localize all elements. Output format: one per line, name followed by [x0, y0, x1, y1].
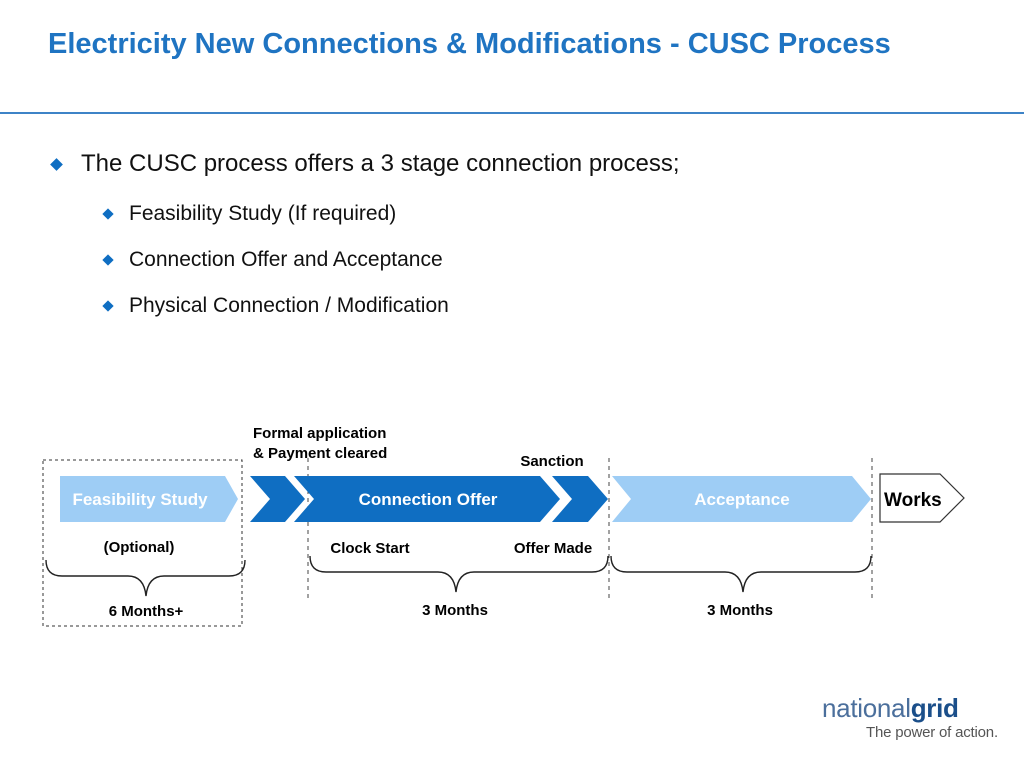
sanction-label: Sanction — [520, 453, 583, 470]
works-label: Works — [884, 490, 942, 511]
bullet-main: The CUSC process offers a 3 stage connec… — [50, 150, 680, 178]
title-divider — [0, 112, 1024, 114]
brace-connection-offer — [309, 555, 609, 593]
national-grid-logo: nationalgrid The power of action. — [822, 694, 1002, 754]
feasibility-arrow — [60, 476, 238, 522]
bullet-sub-text: Physical Connection / Modification — [129, 294, 449, 317]
chevron-arrow-right — [552, 476, 608, 522]
chevron-arrow-left — [250, 476, 305, 522]
bullet-sub-offer: Connection Offer and Acceptance — [102, 248, 443, 272]
connection-offer-duration: 3 Months — [422, 602, 488, 619]
bullet-sub-text: Feasibility Study (If required) — [129, 202, 397, 225]
clock-start-label: Clock Start — [330, 540, 409, 557]
connection-offer-arrow — [294, 476, 560, 522]
bullet-main-text: The CUSC process offers a 3 stage connec… — [81, 150, 680, 177]
works-arrow — [879, 473, 965, 523]
acceptance-arrow — [612, 476, 871, 522]
brace-acceptance — [610, 555, 872, 593]
connection-offer-label: Connection Offer — [359, 490, 498, 509]
feasibility-dashed-box — [42, 459, 243, 627]
bullet-sub-feasibility: Feasibility Study (If required) — [102, 202, 397, 226]
logo-wordmark: nationalgrid — [822, 694, 1002, 722]
logo-word-bold: grid — [910, 693, 959, 723]
bullet-sub-physical: Physical Connection / Modification — [102, 294, 449, 318]
brace-feasibility — [45, 559, 246, 597]
optional-label: (Optional) — [104, 539, 175, 556]
feasibility-label: Feasibility Study — [72, 490, 208, 509]
formal-application-label: Formal application — [253, 425, 386, 442]
payment-cleared-label: & Payment cleared — [253, 445, 387, 462]
page-title: Electricity New Connections & Modificati… — [48, 28, 891, 60]
logo-word-regular: national — [822, 693, 911, 723]
bullet-list: The CUSC process offers a 3 stage connec… — [0, 0, 1024, 340]
acceptance-label: Acceptance — [694, 490, 789, 509]
offer-made-label: Offer Made — [514, 540, 592, 557]
logo-tagline: The power of action. — [866, 724, 998, 741]
feasibility-duration: 6 Months+ — [109, 603, 184, 620]
acceptance-duration: 3 Months — [707, 602, 773, 619]
bullet-sub-text: Connection Offer and Acceptance — [129, 248, 443, 271]
